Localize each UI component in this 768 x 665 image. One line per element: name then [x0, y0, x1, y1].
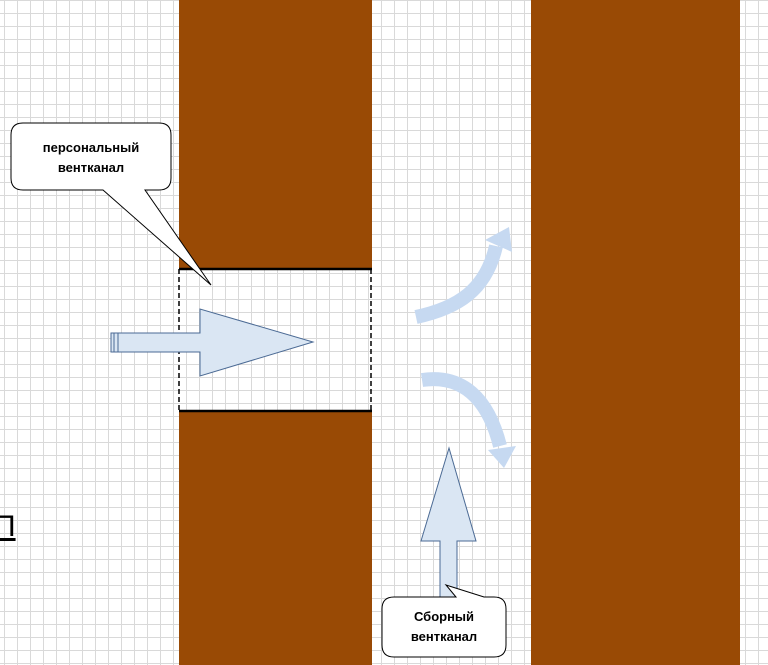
upflow-arrow — [420, 446, 477, 601]
airflow-curve-up — [414, 227, 512, 324]
inflow-arrow — [110, 308, 315, 377]
callout-personal-line2: вентканал — [58, 160, 124, 175]
callout-collective-line1: Сборный — [414, 609, 474, 624]
callout-personal-line1: персональный — [43, 140, 139, 155]
left-wall-top — [179, 0, 372, 269]
personal-duct-opening — [178, 267, 372, 413]
callout-personal-duct: персональный вентканал — [10, 122, 212, 286]
left-wall-bottom — [179, 411, 372, 665]
callout-collective-duct: Сборный вентканал — [381, 584, 507, 658]
right-wall — [531, 0, 740, 665]
airflow-curve-down — [420, 372, 516, 468]
cropped-edge-letter: П — [0, 510, 16, 543]
callout-collective-line2: вентканал — [411, 629, 477, 644]
